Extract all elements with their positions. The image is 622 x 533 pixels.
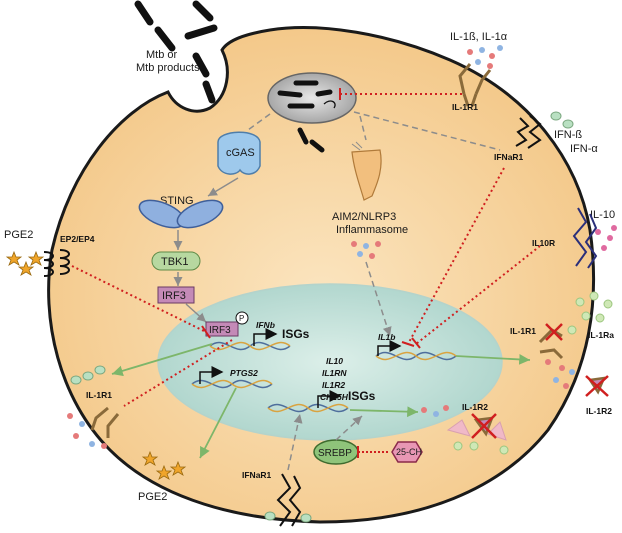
cytokine-dot-icon — [545, 359, 575, 389]
phospho-p-icon — [235, 311, 249, 325]
isgs-label-2: ISGs — [348, 389, 376, 403]
receptor-icon — [351, 141, 363, 151]
receptor-icon — [515, 115, 542, 149]
cytokine-dot-icon — [567, 291, 613, 335]
dna-helix-icon — [191, 379, 273, 389]
irf3-label: IRF3 — [162, 290, 186, 302]
receptor-icon — [572, 207, 598, 269]
cytokine-dot-icon — [595, 225, 617, 251]
cgas-label: cGAS — [226, 147, 255, 159]
ifnb-label: IFN-ß — [554, 129, 582, 141]
srebp-label: SREBP — [318, 448, 352, 459]
pge2-star-icon — [5, 250, 45, 276]
isgs-label-1: ISGs — [282, 327, 310, 341]
phagosome-icon — [267, 72, 357, 124]
dna-helix-icon — [209, 341, 291, 351]
dna-helix-icon — [375, 351, 457, 361]
cytokine-dot-icon — [67, 413, 107, 449]
il10-label: IL-10 — [590, 209, 615, 221]
il1b-il1a-label: IL-1ß, IL-1α — [450, 31, 508, 43]
il1r2-inside-label: IL-1R2 — [462, 402, 488, 412]
mtb-bacillus-icon — [134, 0, 218, 104]
il1b-gene-label: IL1b — [378, 332, 395, 342]
ifna-label: IFN-α — [570, 143, 598, 155]
il1r2-outside-label: IL-1R2 — [586, 406, 612, 416]
tbk1-box — [151, 251, 201, 271]
receptor-icon — [276, 473, 302, 527]
sting-icon — [138, 199, 224, 229]
receptor-icon — [458, 63, 492, 107]
cytokine-dot-icon — [550, 111, 574, 129]
dna-helix-icon — [267, 403, 349, 413]
ch25-hexagon — [391, 441, 423, 463]
pge2-top-label: PGE2 — [4, 229, 33, 241]
inhibition-bars — [201, 88, 421, 349]
cytokine-dot-icon — [467, 45, 503, 69]
pge2-bottom-label: PGE2 — [138, 491, 167, 503]
receptor-icon — [90, 406, 120, 438]
pge2-star-icon — [141, 450, 187, 480]
activation-arrows — [111, 343, 531, 459]
cytokine-dot-icon — [264, 511, 312, 523]
blocked-x-icon — [545, 323, 563, 341]
ifnar1-bottom-label: IFNaR1 — [242, 470, 272, 480]
gene-ch25h: CH25H — [320, 392, 349, 402]
mtb-bacillus-icon — [297, 127, 325, 153]
ch25-label: 25-CH — [396, 447, 422, 457]
il1r1-top-label: IL-1R1 — [452, 102, 478, 112]
cytokine-dot-icon — [453, 441, 509, 455]
blocked-x-icon — [471, 413, 497, 439]
cytokine-dot-icon — [421, 405, 449, 417]
il1r1-right-label: IL-1R1 — [510, 326, 536, 336]
gene-il1rn: IL1RN — [322, 368, 347, 378]
cytokine-dot-icon — [70, 365, 106, 385]
blocked-x-icon — [585, 375, 609, 397]
il1ra-label: IL-1Ra — [588, 330, 614, 340]
il10r-label: IL10R — [532, 238, 555, 248]
il1r1-left-label: IL-1R1 — [86, 390, 112, 400]
ifnb-gene-label: IFNb — [256, 320, 275, 330]
irf3-nuclear-box — [205, 321, 239, 337]
inhibition-lines — [71, 93, 541, 407]
cytokine-dot-icon — [351, 241, 381, 259]
phospho-label: P — [239, 314, 244, 323]
aim2-nlrp3-icon — [351, 149, 382, 201]
ep2-ep4-label: EP2/EP4 — [60, 234, 95, 244]
ifnar1-top-label: IFNaR1 — [494, 152, 524, 162]
receptor-icon — [43, 249, 70, 277]
aim2-label-line1: AIM2/NLRP3 — [332, 211, 396, 223]
irf3-nuclear-label: IRF3 — [209, 325, 231, 336]
gene-il1r2: IL1R2 — [322, 380, 345, 390]
aim2-label-line2: Inflammasome — [336, 224, 408, 236]
tbk1-label: TBK1 — [161, 256, 189, 268]
mtb-label-line1: Mtb or — [146, 49, 178, 61]
ptgs2-gene-label: PTGS2 — [230, 368, 258, 378]
cgas-icon — [217, 131, 261, 175]
mtb-label-line2: Mtb products — [136, 62, 200, 74]
gene-il10: IL10 — [326, 356, 343, 366]
irf3-box — [157, 286, 195, 304]
